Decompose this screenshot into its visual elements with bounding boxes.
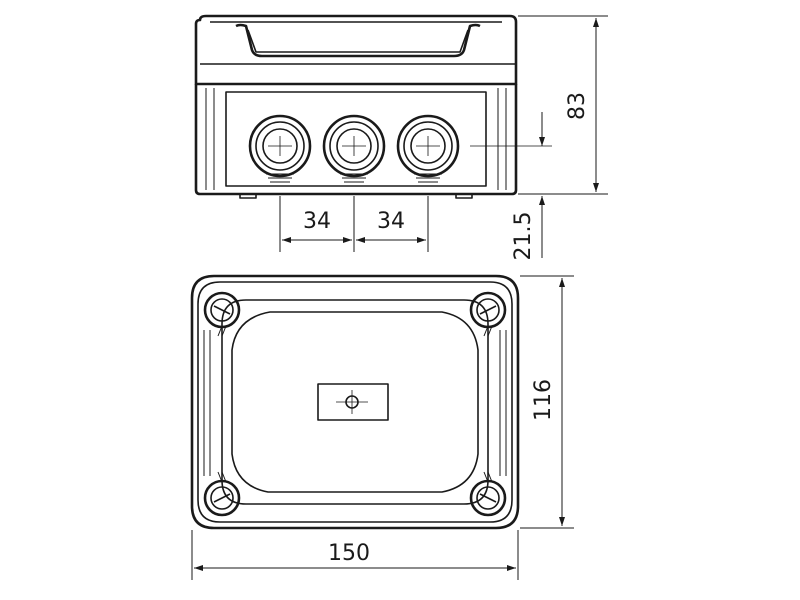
body-side-ribs bbox=[205, 88, 507, 190]
body-bottom-feet bbox=[239, 194, 473, 199]
depth-label: 116 bbox=[531, 379, 556, 421]
total-height-label: 83 bbox=[565, 92, 590, 120]
width-extension-lines bbox=[191, 530, 519, 580]
top-side-ribs bbox=[203, 330, 507, 476]
gland-center-lines bbox=[268, 136, 552, 156]
gland-height-label: 21.5 bbox=[511, 212, 536, 261]
lid-edge bbox=[196, 63, 516, 85]
corner-screw-top-left bbox=[203, 291, 241, 337]
width-label: 150 bbox=[328, 541, 370, 566]
top-outer-outline bbox=[190, 274, 520, 530]
body-inner-frame bbox=[225, 91, 487, 187]
depth-extension-lines bbox=[520, 275, 574, 529]
cable-gland-right bbox=[396, 114, 460, 183]
corner-screw-bottom-right bbox=[469, 471, 507, 517]
top-view bbox=[190, 274, 574, 580]
lid-outline bbox=[194, 14, 518, 86]
center-screw-cross bbox=[336, 390, 368, 414]
top-lid-panel bbox=[231, 311, 479, 493]
front-view bbox=[194, 14, 608, 258]
cable-gland-left bbox=[248, 114, 312, 183]
body-outline bbox=[194, 84, 518, 196]
top-rim bbox=[197, 281, 513, 523]
corner-screw-bottom-left bbox=[203, 471, 241, 517]
height-extension-lines bbox=[518, 15, 608, 195]
gland-spacing-label-2: 34 bbox=[377, 209, 405, 234]
spacing-extension-lines bbox=[279, 196, 429, 252]
lid-handle-recess bbox=[235, 23, 481, 58]
label-plate bbox=[317, 383, 389, 421]
corner-screw-top-right bbox=[469, 291, 507, 337]
cable-gland-middle bbox=[322, 114, 386, 183]
lid-handle-inner bbox=[247, 29, 469, 53]
gland-spacing-label-1: 34 bbox=[303, 209, 331, 234]
